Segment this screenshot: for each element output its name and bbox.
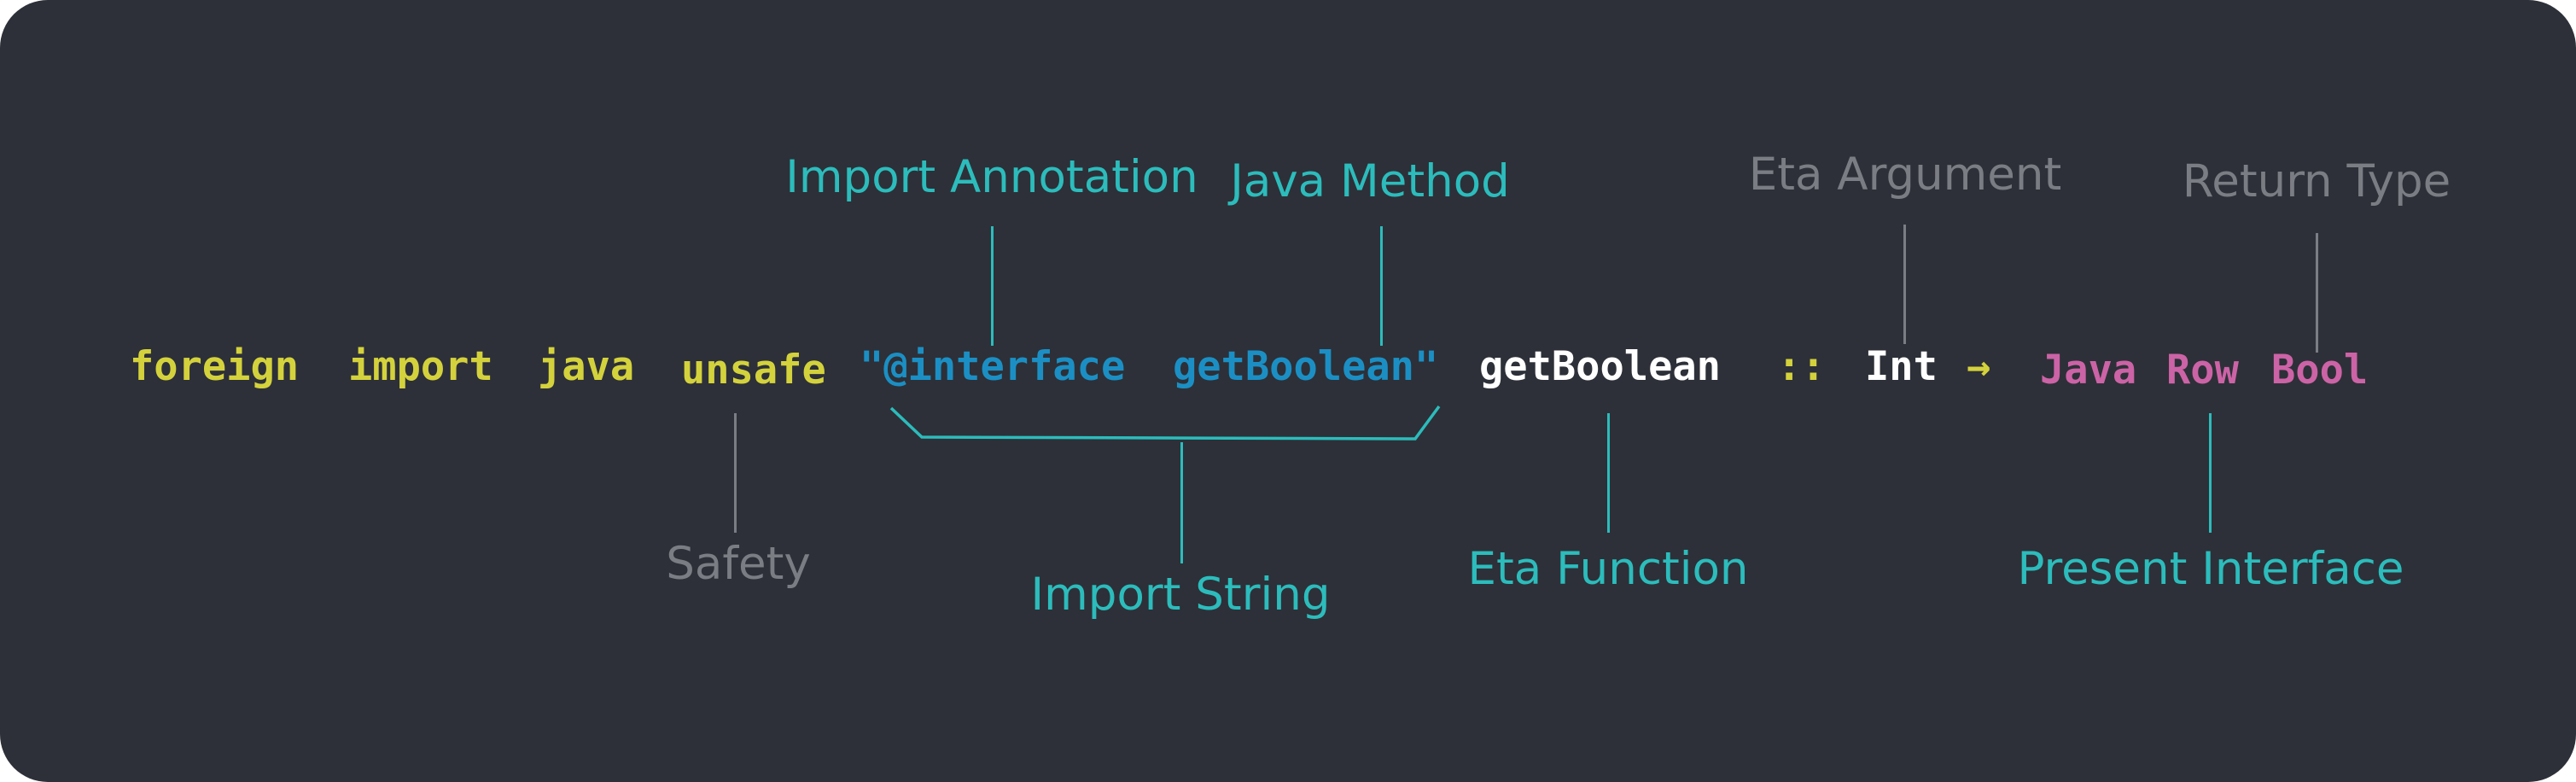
connector-import-annotation xyxy=(991,226,994,346)
import-string-method: getBoolean" xyxy=(1173,343,1439,390)
arrow-icon: → xyxy=(1967,343,1991,390)
argument-type-int: Int xyxy=(1865,343,1938,390)
keyword-foreign: foreign xyxy=(130,343,300,390)
label-eta-argument: Eta Argument xyxy=(1748,149,2062,201)
connector-present-interface xyxy=(2209,413,2212,533)
label-eta-function: Eta Function xyxy=(1467,543,1749,595)
connector-eta-argument xyxy=(1903,225,1906,344)
label-present-interface: Present Interface xyxy=(2017,543,2404,595)
label-return-type: Return Type xyxy=(2182,155,2451,207)
safety-keyword: unsafe xyxy=(681,347,826,394)
return-type-row: Row xyxy=(2166,347,2239,394)
label-import-string: Import String xyxy=(1030,569,1331,621)
connector-java-method xyxy=(1380,226,1383,346)
connector-import-string xyxy=(1180,442,1183,563)
connector-return-type xyxy=(2316,233,2318,353)
keyword-import: import xyxy=(348,343,493,390)
return-type-java: Java xyxy=(2040,347,2137,394)
import-string-interface: "@interface xyxy=(860,343,1126,390)
return-type-bool: Bool xyxy=(2271,347,2369,394)
connector-eta-function xyxy=(1607,413,1610,533)
keyword-java: java xyxy=(538,343,635,390)
label-import-annotation: Import Annotation xyxy=(785,151,1198,203)
label-java-method: Java Method xyxy=(1230,155,1510,207)
connector-safety xyxy=(734,413,737,533)
label-safety: Safety xyxy=(666,538,811,590)
eta-function-name: getBoolean xyxy=(1479,343,1721,390)
type-separator: :: xyxy=(1777,343,1826,390)
